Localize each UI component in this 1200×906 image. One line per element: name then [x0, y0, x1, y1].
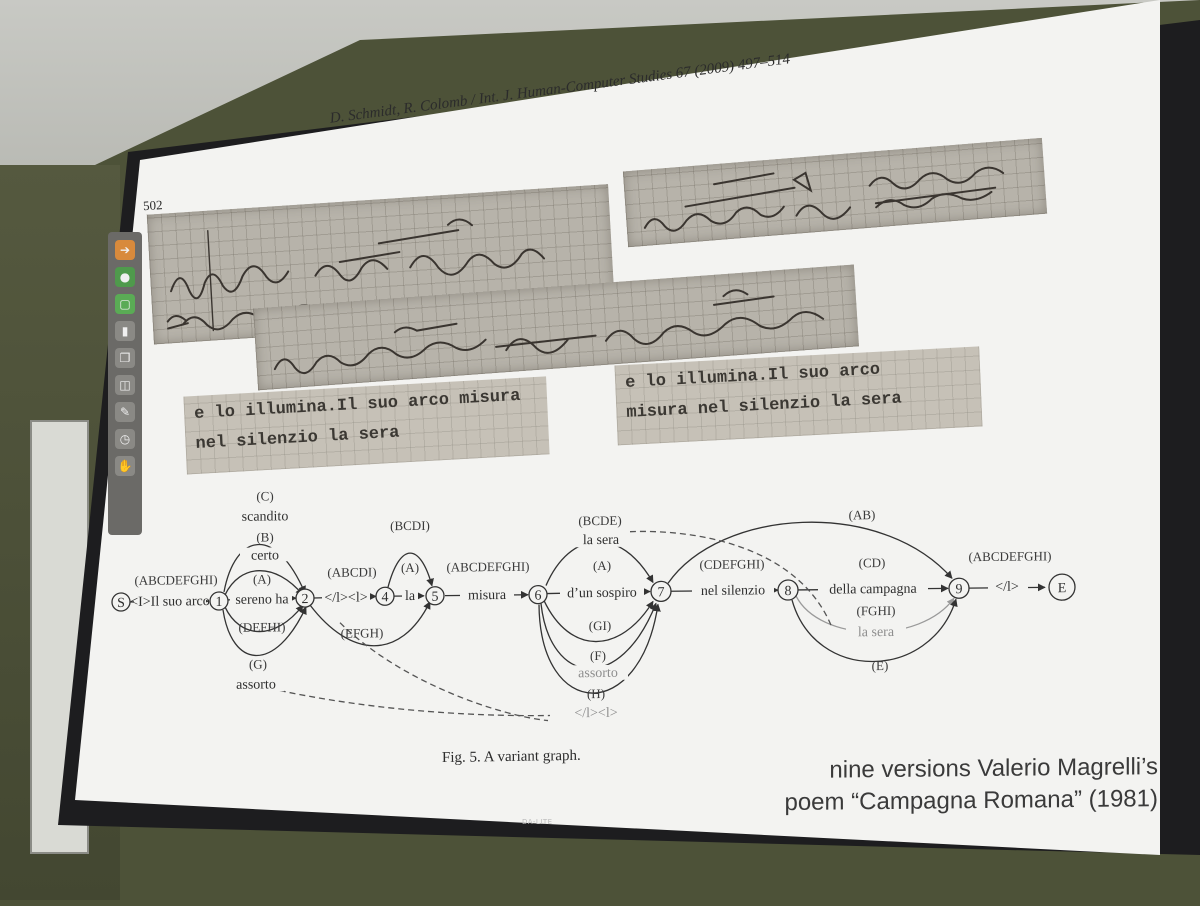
- edge-label: </l>: [995, 580, 1019, 595]
- edge-label: misura: [468, 588, 507, 603]
- microphone-icon[interactable]: ●: [115, 267, 135, 287]
- edge-sig: (C): [256, 488, 273, 503]
- edge-sig: (FGHI): [857, 603, 896, 618]
- graph-node: 5: [426, 587, 444, 605]
- edge-label: della campagna: [829, 582, 917, 598]
- credit-line: nine versions Valerio Magrelli’s: [784, 751, 1158, 787]
- journal-header: D. Schmidt, R. Colomb / Int. J. Human-Co…: [329, 51, 791, 128]
- screen-icon[interactable]: ◫: [115, 375, 135, 395]
- edge-label: la sera: [858, 625, 895, 640]
- edge-sig: (CD): [859, 555, 886, 570]
- edge-sig: (ABCDI): [327, 564, 376, 580]
- edge-sig: (A): [593, 558, 611, 573]
- svg-text:2: 2: [302, 592, 309, 607]
- svg-text:6: 6: [535, 589, 542, 604]
- typed-fragment-1: e lo illumina.Il suo arco misura nel sil…: [183, 376, 549, 474]
- edge-label: la sera: [583, 533, 620, 548]
- edge-sig: (B): [256, 529, 273, 544]
- projector-brand: DA-LITE: [522, 818, 553, 826]
- presentation-toolbar: ➔ ● ▢ ▮ ❐ ◫ ✎ ◷ ✋: [108, 232, 142, 535]
- copy-icon[interactable]: ❐: [115, 348, 135, 368]
- graph-node: S: [112, 593, 130, 611]
- graph-node: 2: [296, 589, 314, 607]
- manuscript-fragment-2: [623, 138, 1047, 247]
- pen-icon[interactable]: ✎: [115, 402, 135, 422]
- edge-sig: (ABCDEFGHI): [968, 548, 1051, 564]
- svg-text:7: 7: [658, 585, 665, 600]
- edge-sig: (ABCDEFGHI): [134, 572, 217, 588]
- edge-label: </l><l>: [574, 706, 617, 721]
- edge-label: la: [405, 589, 416, 604]
- edge-sig: (DEFHI): [239, 619, 286, 634]
- graph-node: 9: [949, 578, 969, 598]
- edge-label: <I>Il suo arco: [130, 594, 210, 610]
- svg-text:4: 4: [382, 590, 389, 605]
- typed-fragment-2: e lo illumina.Il suo arco misura nel sil…: [614, 346, 982, 445]
- page-number: 502: [143, 197, 163, 214]
- edge-sig: (A): [401, 560, 419, 575]
- edge-sig: (A): [253, 571, 271, 586]
- edge-label: </l><l>: [324, 590, 367, 605]
- variant-graph: S 1 2 4 5 6 7 8 9 E (ABCDEFGHI) <I>Il su…: [100, 465, 1090, 735]
- clock-icon[interactable]: ◷: [115, 429, 135, 449]
- edge-sig: (G): [249, 656, 267, 671]
- edge-sig: (BCDI): [390, 518, 430, 533]
- edge-sig: (GI): [589, 618, 611, 633]
- edge-sig: (ABCDEFGHI): [446, 559, 529, 575]
- graph-node: 6: [529, 586, 547, 604]
- graph-node: 7: [651, 581, 671, 601]
- graph-node: E: [1049, 574, 1075, 600]
- edge-sig: (AB): [849, 507, 876, 522]
- figure-caption: Fig. 5. A variant graph.: [442, 748, 581, 767]
- svg-text:E: E: [1058, 581, 1067, 596]
- arrow-icon[interactable]: ➔: [115, 240, 135, 260]
- hand-icon[interactable]: ✋: [115, 456, 135, 476]
- edge-label: assorto: [578, 666, 618, 681]
- svg-text:S: S: [117, 596, 125, 611]
- edge-label: d’un sospiro: [567, 586, 637, 602]
- credit-line: poem “Campagna Romana” (1981): [784, 783, 1158, 819]
- graph-node: 4: [376, 587, 394, 605]
- edge-sig: (EFGH): [341, 625, 384, 640]
- edge-sig: (H): [587, 686, 605, 701]
- edge-label: sereno ha: [235, 592, 289, 608]
- edge-label: scandito: [242, 509, 289, 524]
- edge-ab: [668, 521, 952, 584]
- svg-text:5: 5: [432, 590, 439, 605]
- chat-icon[interactable]: ▢: [115, 294, 135, 314]
- graph-node: 1: [210, 592, 228, 610]
- graph-node: 8: [778, 580, 798, 600]
- edge-sig: (CDEFGHI): [700, 556, 765, 572]
- edge-label: nel silenzio: [701, 583, 765, 599]
- edge-label: certo: [251, 548, 279, 563]
- credit-text: nine versions Valerio Magrelli’s poem “C…: [784, 751, 1158, 819]
- edge-sig: (F): [590, 648, 606, 663]
- dashed-link: [630, 529, 832, 629]
- edge-sig: (BCDE): [578, 513, 621, 528]
- svg-text:1: 1: [216, 595, 223, 610]
- edge-label: assorto: [236, 677, 276, 692]
- svg-text:9: 9: [956, 582, 963, 597]
- edge-sig: (E): [872, 658, 889, 673]
- svg-text:8: 8: [785, 584, 792, 599]
- page-icon[interactable]: ▮: [115, 321, 135, 341]
